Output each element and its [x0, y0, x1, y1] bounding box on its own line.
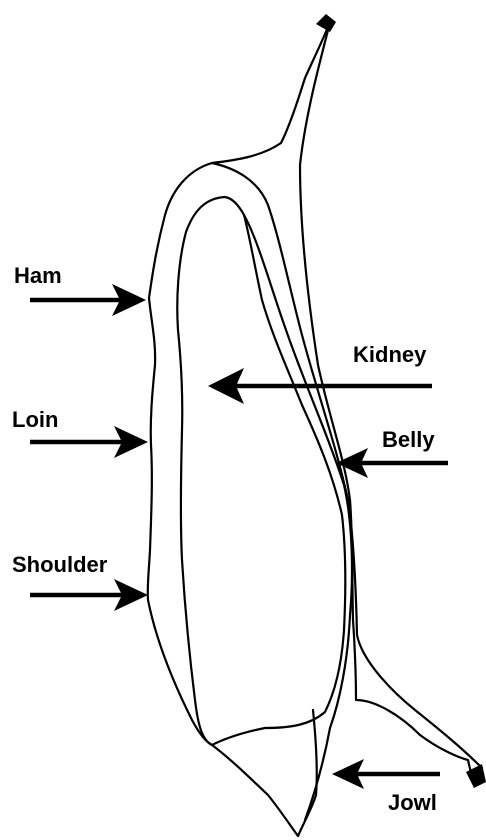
carcass-skin-line	[300, 22, 473, 780]
label-ham: Ham	[14, 263, 62, 288]
label-loin: Loin	[12, 407, 58, 432]
label-belly: Belly	[382, 427, 435, 452]
label-kidney: Kidney	[353, 342, 427, 367]
hoof-tip-top	[316, 14, 336, 32]
label-shoulder: Shoulder	[12, 552, 108, 577]
carcass-lean-outline	[177, 197, 345, 745]
label-jowl: Jowl	[388, 790, 437, 815]
